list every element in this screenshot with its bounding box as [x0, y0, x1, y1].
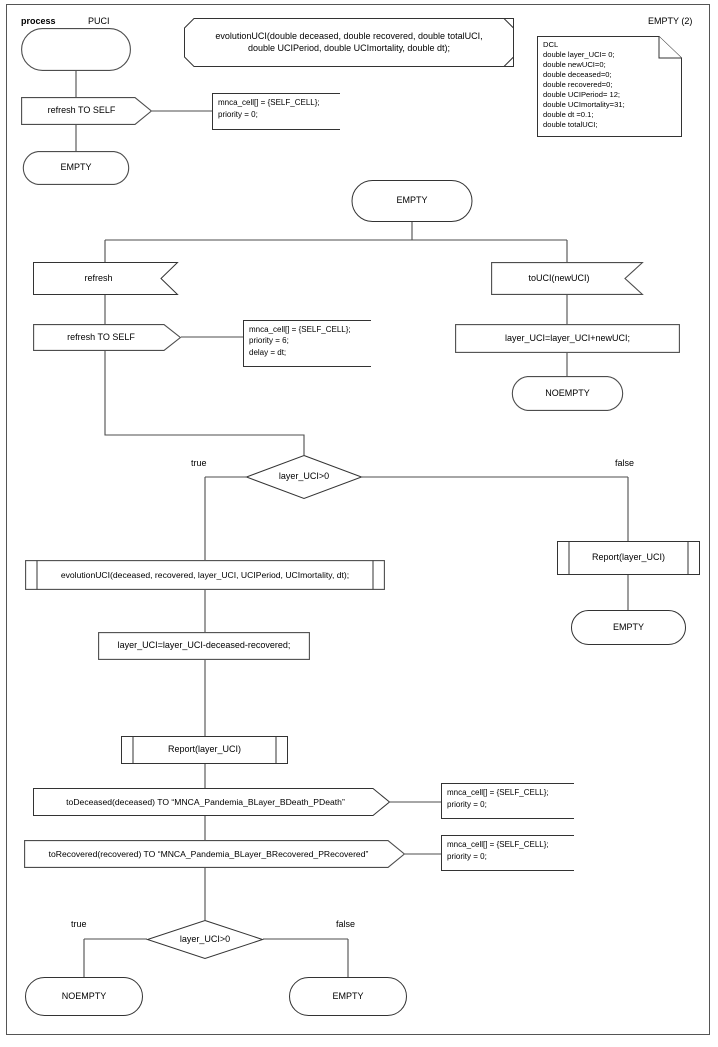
state-start[interactable] — [21, 28, 131, 71]
decision-bottom-true-label: true — [71, 919, 87, 929]
task-add-newuci[interactable]: layer_UCI=layer_UCI+newUCI; — [455, 324, 680, 353]
decision-bottom-false-label: false — [336, 919, 356, 929]
input-touci[interactable]: toUCI(newUCI) — [491, 262, 644, 295]
state-noempty-bottom[interactable]: NOEMPTY — [25, 977, 143, 1016]
input-refresh[interactable]: refresh — [33, 262, 179, 295]
page-border — [6, 4, 710, 1035]
call-report-main[interactable]: Report(layer_UCI) — [121, 736, 288, 764]
state-empty-bottom[interactable]: EMPTY — [289, 977, 407, 1016]
decision-top-true-label: true — [191, 458, 207, 468]
comment-todeceased: mnca_cell[] = {SELF_CELL}; priority = 0; — [441, 783, 574, 819]
comment-torecovered: mnca_cell[] = {SELF_CELL}; priority = 0; — [441, 835, 574, 871]
dcl-note: DCL double layer_UCI= 0; double newUCI=0… — [537, 36, 682, 137]
state-empty-false[interactable]: EMPTY — [571, 610, 686, 645]
process-keyword: process — [21, 16, 56, 26]
comment-top: mnca_cell[] = {SELF_CELL}; priority = 0; — [212, 93, 340, 130]
decision-layer-uci-top[interactable]: layer_UCI>0 — [245, 454, 363, 500]
state-empty-top[interactable]: EMPTY — [21, 151, 131, 185]
procedure-declaration: evolutionUCI(double deceased, double rec… — [184, 18, 514, 67]
decision-top-false-label: false — [615, 458, 635, 468]
comment-refresh-to-self: mnca_cell[] = {SELF_CELL}; priority = 6;… — [243, 320, 371, 367]
call-evolutionuci[interactable]: evolutionUCI(deceased, recovered, layer_… — [25, 560, 385, 590]
state-noempty-right[interactable]: NOEMPTY — [510, 376, 625, 411]
output-todeceased[interactable]: toDeceased(deceased) TO “MNCA_Pandemia_B… — [33, 788, 391, 816]
process-name: PUCI — [88, 16, 110, 26]
page-label: EMPTY (2) — [648, 16, 693, 26]
output-refresh-to-self-main[interactable]: refresh TO SELF — [33, 324, 182, 351]
state-empty-main[interactable]: EMPTY — [351, 180, 473, 222]
output-refresh-to-self-top[interactable]: refresh TO SELF — [21, 97, 153, 125]
decision-layer-uci-bottom[interactable]: layer_UCI>0 — [145, 919, 265, 960]
call-report-false[interactable]: Report(layer_UCI) — [557, 541, 700, 575]
output-torecovered[interactable]: toRecovered(recovered) TO “MNCA_Pandemia… — [24, 840, 406, 868]
task-subtract[interactable]: layer_UCI=layer_UCI-deceased-recovered; — [98, 632, 310, 660]
